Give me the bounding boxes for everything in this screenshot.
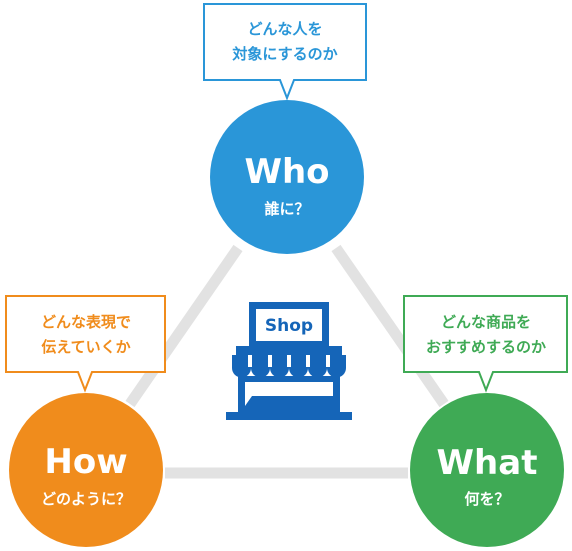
node-what: What 何を？ <box>410 393 564 547</box>
callout-what-border <box>403 295 568 393</box>
node-what-circle <box>410 393 564 547</box>
node-who-circle <box>210 100 364 254</box>
node-who: Who 誰に？ <box>210 100 364 254</box>
connectors <box>125 244 449 479</box>
callout-how-line-1: どんな表現で <box>41 313 131 331</box>
node-who-title: Who <box>244 152 329 192</box>
node-how-circle <box>9 393 163 547</box>
callout-how: どんな表現で 伝えていくか <box>5 295 166 393</box>
callout-who-border <box>203 3 367 101</box>
node-how-subtitle: どのように？ <box>41 490 131 508</box>
callout-how-border <box>5 295 166 393</box>
shop-sign-label: Shop <box>265 316 313 336</box>
callout-what-line-1: どんな商品を <box>441 313 531 331</box>
node-who-subtitle: 誰に？ <box>264 200 309 218</box>
node-how: How どのように？ <box>9 393 163 547</box>
callout-who: どんな人を 対象にするのか <box>203 3 367 101</box>
node-what-subtitle: 何を？ <box>464 490 509 508</box>
callout-what: どんな商品を おすすめするのか <box>403 295 568 393</box>
shop-icon: Shop <box>226 302 352 420</box>
callout-who-line-2: 対象にするのか <box>231 45 337 63</box>
callout-how-line-2: 伝えていくか <box>41 338 130 356</box>
callout-what-line-2: おすすめするのか <box>426 338 546 356</box>
node-what-title: What <box>437 443 538 483</box>
callout-who-line-1: どんな人を <box>247 20 322 38</box>
node-how-title: How <box>44 442 127 482</box>
connector-who-what <box>331 244 449 408</box>
connector-who-how <box>125 244 243 408</box>
